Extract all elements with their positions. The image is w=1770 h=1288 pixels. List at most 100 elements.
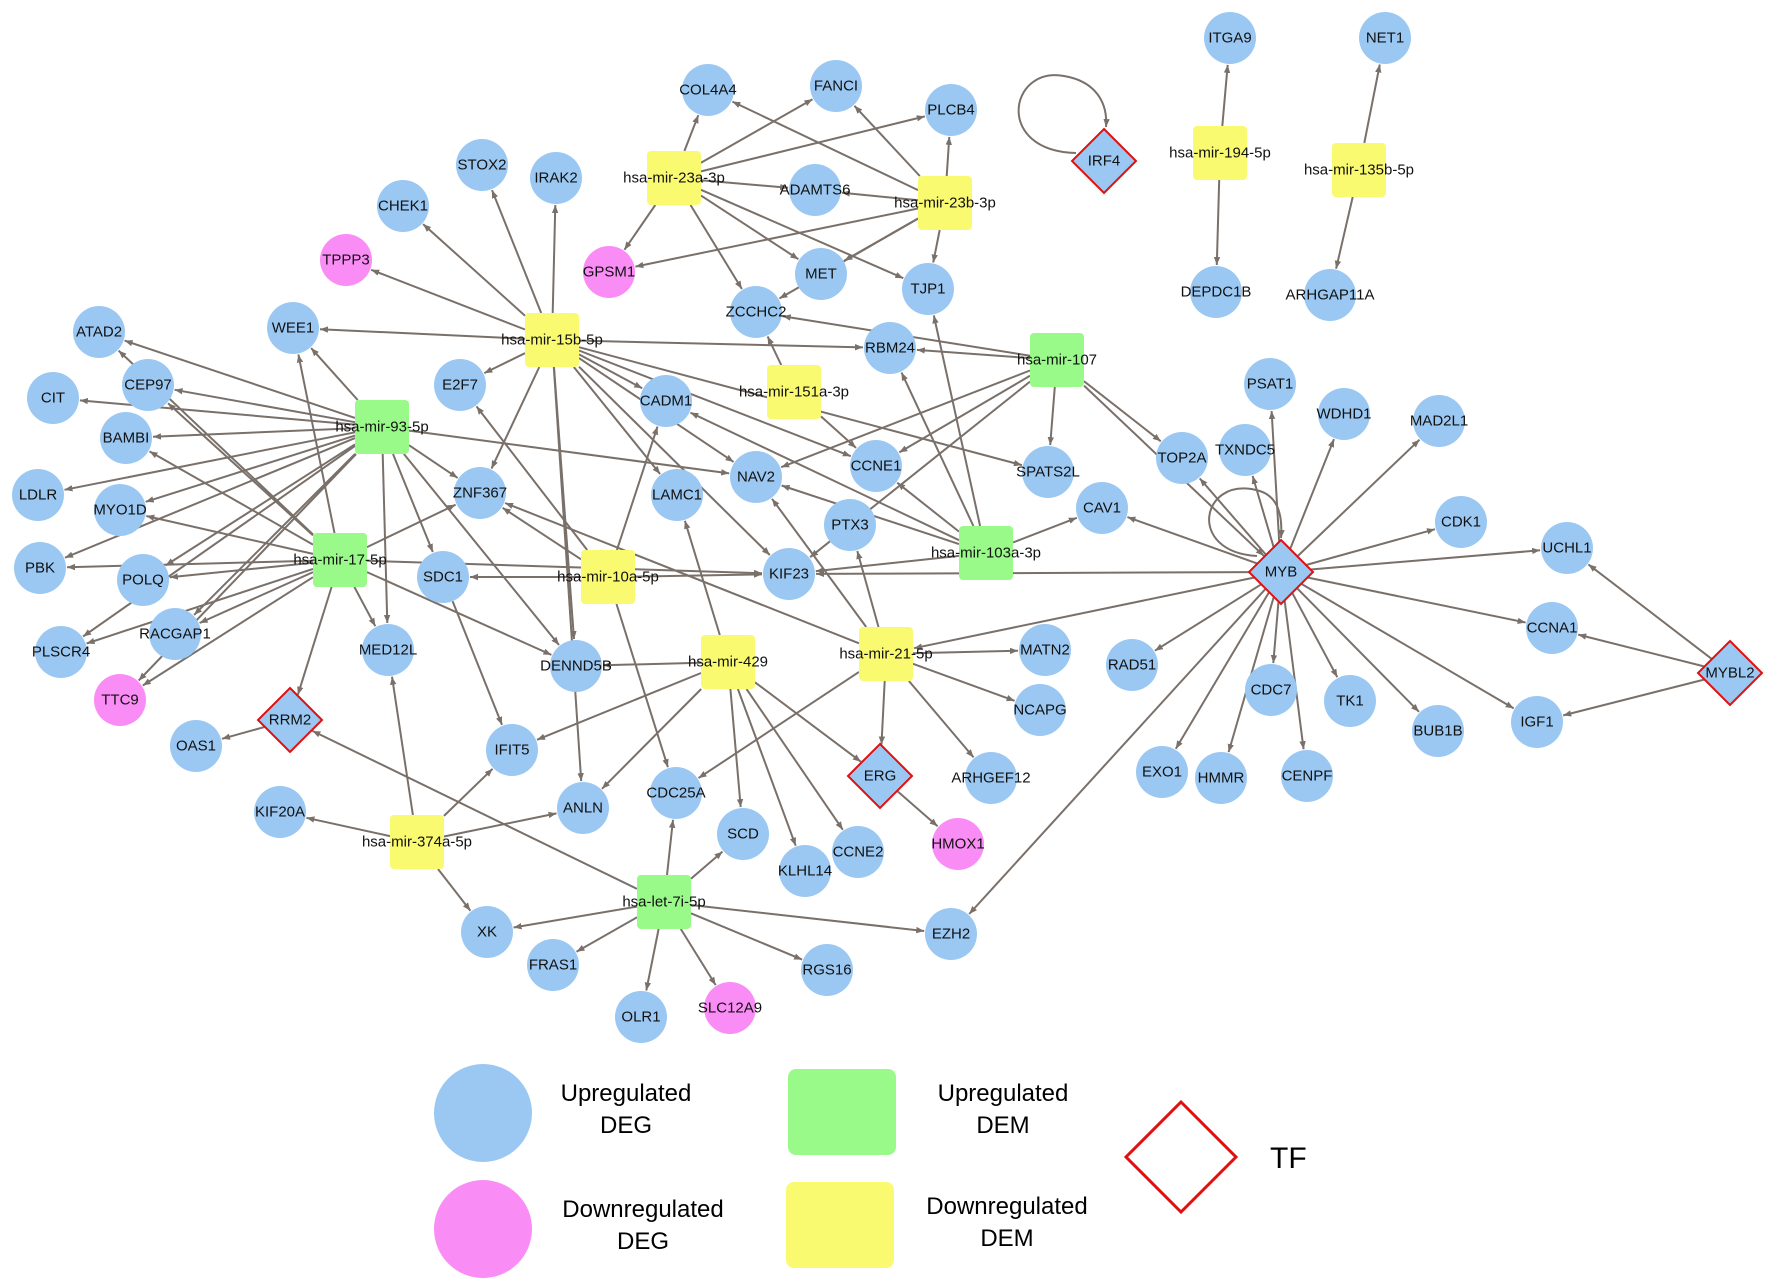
node-ifit5: IFIT5 bbox=[486, 724, 538, 776]
deg-circle bbox=[461, 906, 513, 958]
node-fanci: FANCI bbox=[810, 60, 862, 112]
edge-hsa-mir-15b-5p-to-irak2 bbox=[551, 204, 559, 314]
edge-hsa-mir-23a-3p-to-plcb4 bbox=[700, 115, 926, 173]
tf-diamond bbox=[1070, 127, 1138, 195]
node-label: MAD2L1 bbox=[1410, 413, 1468, 430]
node-igf1: IGF1 bbox=[1511, 696, 1563, 748]
node-label: hsa-mir-429 bbox=[688, 654, 768, 671]
edge-hsa-mir-93-5p-to-plscr4 bbox=[82, 445, 356, 638]
node-label: RBM24 bbox=[865, 340, 915, 357]
edge-hsa-mir-23a-3p-to-adamts6 bbox=[700, 179, 789, 191]
dem-square bbox=[525, 313, 579, 367]
deg-circle bbox=[1281, 750, 1333, 802]
deg-circle bbox=[763, 548, 815, 600]
edge-hsa-mir-23a-3p-to-zcchc2 bbox=[689, 204, 743, 290]
node-tppp3: TPPP3 bbox=[320, 234, 372, 286]
node-label: KIF20A bbox=[255, 804, 305, 821]
node-erg: ERG bbox=[846, 742, 914, 810]
node-stox2: STOX2 bbox=[456, 139, 508, 191]
deg-circle bbox=[902, 263, 954, 315]
node-hsa-mir-10a-5p: hsa-mir-10a-5p bbox=[557, 550, 659, 604]
edge-hsa-mir-93-5p-to-wee1 bbox=[310, 347, 359, 401]
node-wee1: WEE1 bbox=[267, 302, 319, 354]
tf-diamond bbox=[1247, 538, 1315, 606]
edge-hsa-mir-107-to-top2a bbox=[1083, 380, 1162, 443]
edge-hsa-mir-23b-3p-to-adamts6 bbox=[841, 190, 919, 202]
node-hsa-mir-15b-5p: hsa-mir-15b-5p bbox=[501, 313, 603, 367]
edge-erg-to-hmox1 bbox=[896, 790, 939, 828]
edge-hsa-mir-10a-5p-to-cadm1 bbox=[615, 426, 659, 551]
edge-hsa-mir-135b-5p-to-net1 bbox=[1363, 64, 1382, 144]
edge-hsa-mir-135b-5p-to-arhgap11a bbox=[1334, 196, 1354, 269]
edge-hsa-mir-23a-3p-to-gpsm1 bbox=[623, 204, 657, 251]
node-rgs16: RGS16 bbox=[801, 944, 853, 996]
node-label: hsa-mir-103a-3p bbox=[931, 545, 1041, 562]
edge-hsa-mir-15b-5p-to-stox2 bbox=[491, 189, 543, 314]
node-label: UCHL1 bbox=[1542, 540, 1591, 557]
legend-label-tf: TF bbox=[1270, 1142, 1307, 1175]
node-col4a4: COL4A4 bbox=[679, 64, 737, 116]
edge-hsa-mir-15b-5p-to-lamc1 bbox=[573, 366, 661, 475]
dem-square bbox=[1030, 333, 1084, 387]
deg-circle bbox=[1190, 266, 1242, 318]
node-hsa-mir-135b-5p: hsa-mir-135b-5p bbox=[1304, 143, 1414, 197]
deg-circle bbox=[1219, 424, 1271, 476]
deg-circle bbox=[1359, 12, 1411, 64]
edge-hsa-mir-374a-5p-to-kif20a bbox=[306, 816, 391, 838]
edge-myb-to-top2a bbox=[1198, 477, 1267, 556]
node-ccne1: CCNE1 bbox=[850, 440, 902, 492]
deg-circle bbox=[1413, 395, 1465, 447]
node-label: ZNF367 bbox=[453, 485, 507, 502]
edge-hsa-mir-23b-3p-to-gpsm1 bbox=[635, 207, 919, 269]
node-label: MATN2 bbox=[1020, 642, 1070, 659]
deg-circle bbox=[925, 84, 977, 136]
legend-swatch-tf bbox=[1123, 1099, 1239, 1215]
node-irf4: IRF4 bbox=[1070, 127, 1138, 195]
deg-circle bbox=[801, 944, 853, 996]
node-wdhd1: WDHD1 bbox=[1317, 388, 1372, 440]
deg-circle bbox=[932, 818, 984, 870]
edge-hsa-mir-103a-3p-to-tjp1 bbox=[932, 315, 982, 527]
edge-hsa-mir-10a-5p-to-cdc25a bbox=[615, 603, 669, 768]
node-label: ARHGEF12 bbox=[951, 770, 1030, 787]
dem-square bbox=[355, 400, 409, 454]
node-hsa-mir-103a-3p: hsa-mir-103a-3p bbox=[931, 526, 1041, 580]
edge-hsa-mir-15b-5p-to-cadm1 bbox=[578, 353, 643, 390]
node-label: hsa-mir-23b-3p bbox=[894, 195, 996, 212]
edge-hsa-let-7i-5p-to-rrm2 bbox=[311, 730, 638, 890]
node-lamc1: LAMC1 bbox=[651, 469, 703, 521]
deg-circle bbox=[832, 826, 884, 878]
node-label: PBK bbox=[25, 560, 55, 577]
node-label: DEPDC1B bbox=[1181, 284, 1252, 301]
node-myb: MYB bbox=[1247, 538, 1315, 606]
node-label: MYB bbox=[1265, 564, 1298, 581]
edge-hsa-mir-93-5p-to-sdc1 bbox=[392, 453, 434, 553]
node-rbm24: RBM24 bbox=[864, 322, 916, 374]
deg-circle bbox=[682, 64, 734, 116]
node-klhl14: KLHL14 bbox=[778, 845, 832, 897]
deg-circle bbox=[94, 484, 146, 536]
node-label: CDC25A bbox=[646, 785, 705, 802]
self-loop-irf4 bbox=[1017, 74, 1110, 154]
node-label: CCNE1 bbox=[851, 458, 902, 475]
node-ttc9: TTC9 bbox=[94, 674, 146, 726]
node-bambi: BAMBI bbox=[100, 412, 152, 464]
deg-circle bbox=[650, 767, 702, 819]
node-label: EZH2 bbox=[932, 926, 970, 943]
edge-hsa-mir-93-5p-to-polq bbox=[165, 443, 356, 567]
node-hsa-mir-374a-5p: hsa-mir-374a-5p bbox=[362, 815, 472, 869]
node-label: RAD51 bbox=[1108, 657, 1156, 674]
deg-circle bbox=[810, 60, 862, 112]
edge-hsa-mir-21-5p-to-znf367 bbox=[504, 502, 860, 645]
edge-hsa-mir-21-5p-to-ncapg bbox=[912, 662, 1015, 702]
node-arhgef12: ARHGEF12 bbox=[951, 752, 1031, 804]
edge-rrm2-to-oas1 bbox=[221, 725, 266, 740]
node-label: hsa-let-7i-5p bbox=[622, 894, 705, 911]
node-label: CADM1 bbox=[640, 393, 693, 410]
edge-hsa-mir-17-5p-to-pbk bbox=[66, 559, 314, 571]
node-atad2: ATAD2 bbox=[73, 306, 125, 358]
node-cep97: CEP97 bbox=[122, 359, 174, 411]
deg-circle bbox=[12, 469, 64, 521]
node-ccne2: CCNE2 bbox=[832, 826, 884, 878]
deg-circle bbox=[35, 626, 87, 678]
